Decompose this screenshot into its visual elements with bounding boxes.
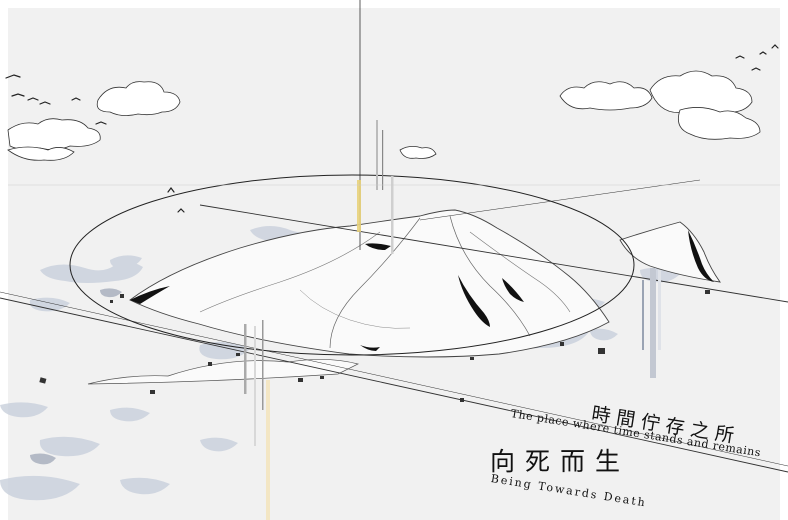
light-beams — [244, 120, 661, 520]
orbit-ellipse — [69, 174, 635, 356]
rock-outcrop — [619, 221, 721, 283]
rock-shelf — [87, 359, 359, 385]
cloud-right — [399, 70, 761, 159]
birds — [5, 44, 779, 213]
cloud-left — [7, 81, 181, 161]
mountain — [129, 209, 610, 358]
title-secondary-chinese: 向死而生 — [490, 447, 631, 476]
scattered-rocks — [39, 290, 710, 402]
